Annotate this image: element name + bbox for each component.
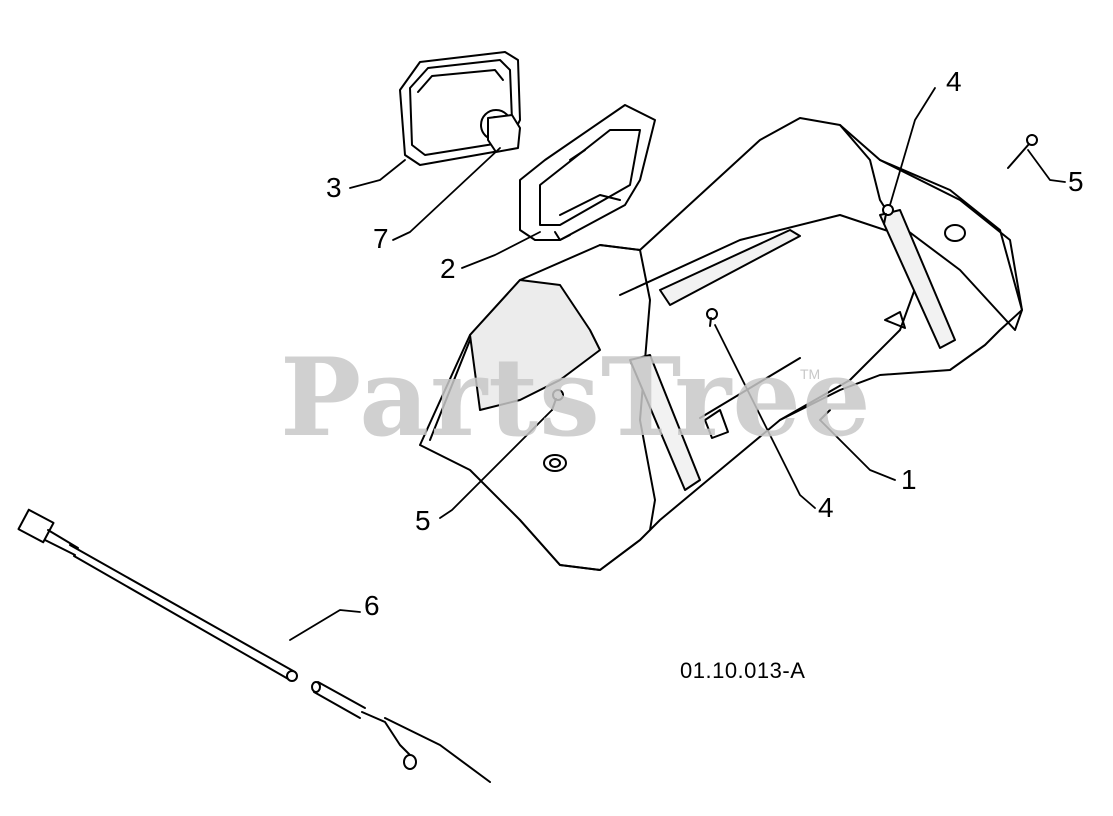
leader-6 (289, 609, 361, 641)
leader-4-upper (889, 87, 936, 206)
callout-6: 6 (364, 590, 380, 621)
leader-lines (289, 87, 1066, 641)
leader-1 (819, 419, 896, 481)
hood-cowl-part-1 (419, 117, 1023, 571)
leader-5-right (1027, 149, 1066, 183)
screw-part-5-right (1007, 134, 1038, 169)
screw-part-4-mid (706, 308, 718, 327)
callout-1: 1 (901, 464, 917, 495)
callout-4-mid: 4 (818, 492, 834, 523)
lamp-bracket-part-2 (519, 104, 656, 241)
callout-5-right: 5 (1068, 166, 1084, 197)
leader-4-mid (714, 324, 816, 509)
wiring-harness-part-6 (17, 508, 491, 783)
leader-7 (392, 147, 501, 241)
callout-3: 3 (326, 172, 342, 203)
screw-part-5-left (551, 389, 564, 411)
leader-2 (461, 231, 541, 269)
callout-4-upper: 4 (946, 66, 962, 97)
leader-5-left (439, 409, 553, 519)
callout-5-left: 5 (415, 505, 431, 536)
drawing-reference-id: 01.10.013-A (680, 658, 806, 683)
callout-2: 2 (440, 253, 456, 284)
leader-3 (349, 159, 406, 189)
watermark-trademark: TM (800, 366, 821, 382)
bulb-part-7 (487, 114, 521, 153)
screw-part-4-upper (882, 204, 894, 225)
callout-7: 7 (373, 223, 389, 254)
